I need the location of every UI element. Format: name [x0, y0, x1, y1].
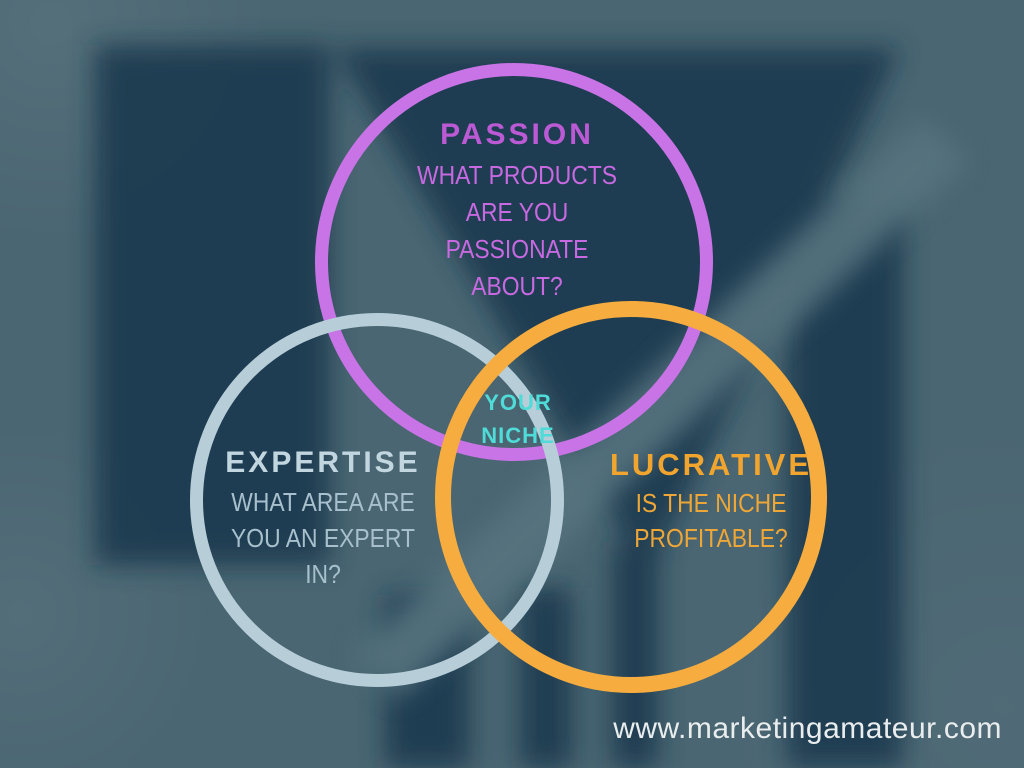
expertise-title: EXPERTISE — [225, 446, 421, 479]
passion-title: PASSION — [440, 118, 594, 151]
lucrative-subtitle-line: IS THE NICHE — [635, 488, 787, 518]
expertise-subtitle-line: WHAT AREA ARE — [231, 487, 415, 517]
website-url: www.marketingamateur.com — [613, 712, 1002, 745]
niche-label-line: NICHE — [481, 423, 555, 448]
passion-subtitle-line: WHAT PRODUCTS — [417, 160, 617, 190]
passion-subtitle-line: ARE YOU — [465, 197, 569, 227]
lucrative-title: LUCRATIVE — [609, 447, 813, 482]
niche-label-group: YOUR NICHE — [481, 386, 554, 452]
passion-subtitle-line: PASSIONATE — [445, 234, 589, 264]
expertise-subtitle-line: YOU AN EXPERT — [231, 523, 415, 553]
lucrative-label-group: LUCRATIVE IS THE NICHE PROFITABLE? — [610, 449, 812, 556]
niche-label-line: YOUR — [484, 390, 552, 415]
expertise-subtitle-line: IN? — [305, 559, 341, 589]
passion-subtitle-line: ABOUT? — [471, 271, 563, 301]
passion-label-group: PASSION WHAT PRODUCTS ARE YOU PASSIONATE… — [403, 119, 630, 305]
expertise-label-group: EXPERTISE WHAT AREA ARE YOU AN EXPERT IN… — [218, 447, 427, 592]
lucrative-subtitle-line: PROFITABLE? — [634, 523, 788, 553]
